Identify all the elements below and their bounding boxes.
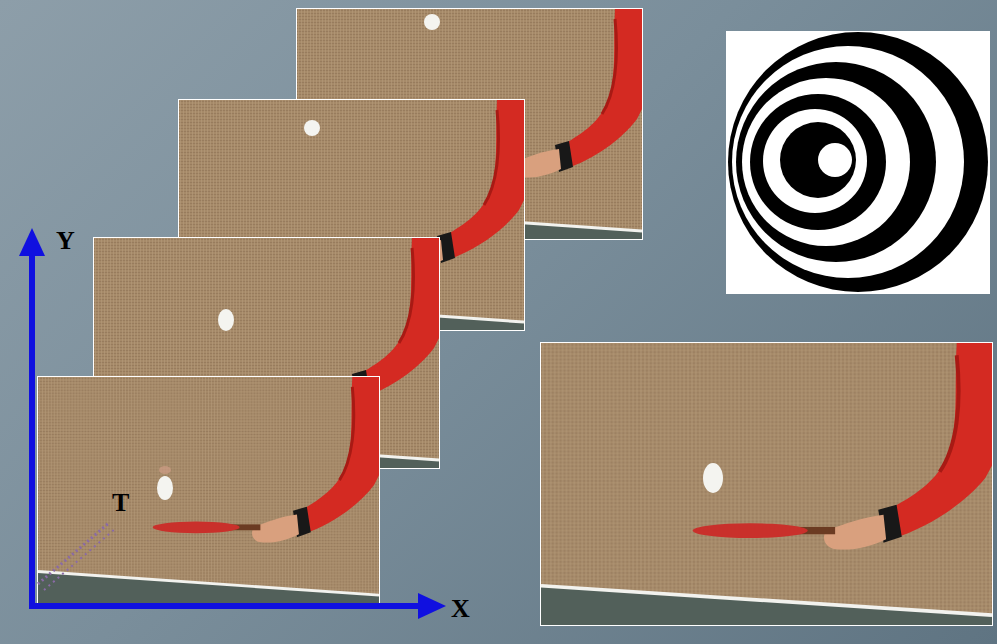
axis-label: X [451,596,470,622]
axis-label: T [112,490,129,516]
axis-label: Y [56,228,75,254]
